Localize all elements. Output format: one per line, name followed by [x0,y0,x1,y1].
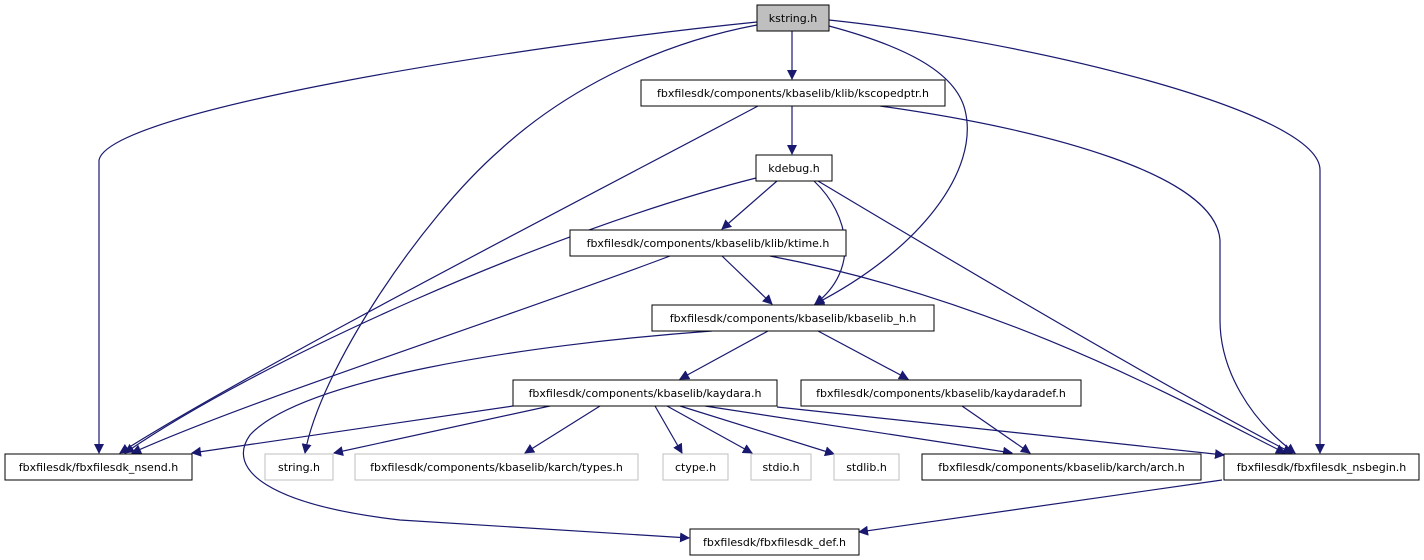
node-box [4,453,193,481]
edge-kscopedptr-to-nsbegin [879,105,1296,454]
node-box [512,379,778,407]
node-box [354,453,639,481]
node-ktime[interactable]: fbxfilesdk/components/kbaselib/klib/ktim… [569,229,847,257]
node-types: fbxfilesdk/components/kbaselib/karch/typ… [354,453,639,481]
nodes-layer: kstring.h fbxfilesdk/components/kbaselib/… [4,4,1420,556]
edge-nsbegin-to-def [858,479,1223,536]
edge-kbaselib_h-to-kaydara [679,330,769,380]
node-box [651,304,935,332]
node-kstring[interactable]: kstring.h [756,4,830,32]
node-box [756,4,830,32]
edge-kbaselib_h-to-def [242,330,713,543]
edge-ktime-to-nsend [131,255,671,454]
node-box [662,453,729,481]
node-label: stdlib.h [846,461,887,474]
node-label: fbxfilesdk/components/kbaselib/klib/ksco… [657,87,929,100]
edge-kdebug-to-nsbegin [817,180,1293,454]
node-label: kstring.h [769,12,817,25]
edge-kstring-to-nsend [94,21,758,454]
node-kdebug[interactable]: kdebug.h [755,154,833,182]
edge-kaydara-to-arch [704,405,1013,457]
edge-kaydara-to-stdio [666,405,753,454]
edge-ktime-to-kbaselib_h [721,255,773,305]
node-label: string.h [278,461,320,474]
node-box [833,453,900,481]
node-arch[interactable]: fbxfilesdk/components/kbaselib/karch/arc… [921,453,1202,481]
node-box [689,528,860,556]
node-stdio: stdio.h [750,453,812,481]
node-label: fbxfilesdk/fbxfilesdk_def.h [703,536,846,549]
edge-kstring-to-string [301,24,758,454]
node-box [755,154,833,182]
node-label: fbxfilesdk/components/kbaselib/karch/arc… [938,461,1184,474]
edge-kdebug-to-nsend [124,177,757,454]
node-string: string.h [264,453,334,481]
edge-kscopedptr-to-nsend [119,105,759,454]
edge-kaydara-to-nsbegin [776,406,1225,460]
edges-layer [94,19,1325,543]
node-kscopedptr[interactable]: fbxfilesdk/components/kbaselib/klib/ksco… [640,79,946,107]
node-label: fbxfilesdk/components/kbaselib/karch/typ… [370,461,623,474]
node-stdlib: stdlib.h [833,453,900,481]
node-box [921,453,1202,481]
node-box [800,379,1082,407]
node-box [640,79,946,107]
node-nsbegin[interactable]: fbxfilesdk/fbxfilesdk_nsbegin.h [1223,453,1420,481]
node-kbaselib_h[interactable]: fbxfilesdk/components/kbaselib/kbaselib_… [651,304,935,332]
edge-kdebug-to-ktime [721,180,778,230]
edge-kbaselib_h-to-kaydaradef [817,330,909,380]
node-box [264,453,334,481]
node-def[interactable]: fbxfilesdk/fbxfilesdk_def.h [689,528,860,556]
edge-kaydara-to-ctype [654,405,683,454]
node-box [750,453,812,481]
node-nsend[interactable]: fbxfilesdk/fbxfilesdk_nsend.h [4,453,193,481]
node-box [1223,453,1420,481]
edge-kaydara-to-nsend [191,405,514,457]
node-label: fbxfilesdk/components/kbaselib/kaydara.h [529,387,762,400]
node-box [569,229,847,257]
edge-kaydara-to-types [524,405,601,454]
node-label: kdebug.h [768,162,820,175]
node-label: stdio.h [762,461,799,474]
node-label: ctype.h [675,461,716,474]
node-label: fbxfilesdk/fbxfilesdk_nsbegin.h [1237,461,1407,474]
node-label: fbxfilesdk/fbxfilesdk_nsend.h [19,461,179,474]
edge-kstring-to-nsbegin [828,19,1325,454]
edge-kaydara-to-stdlib [679,405,835,457]
node-label: fbxfilesdk/components/kbaselib/kbaselib_… [670,312,917,325]
node-label: fbxfilesdk/components/kbaselib/kaydarade… [816,387,1066,400]
edge-kaydaradef-to-arch [961,405,1031,454]
node-ctype: ctype.h [662,453,729,481]
node-kaydara[interactable]: fbxfilesdk/components/kbaselib/kaydara.h [512,379,778,407]
node-kaydaradef[interactable]: fbxfilesdk/components/kbaselib/kaydarade… [800,379,1082,407]
node-label: fbxfilesdk/components/kbaselib/klib/ktim… [587,237,830,250]
edge-kstring-to-kbaselib_h [814,25,968,305]
edge-kaydara-to-string [333,405,551,456]
edge-ktime-to-nsbegin [769,255,1286,454]
